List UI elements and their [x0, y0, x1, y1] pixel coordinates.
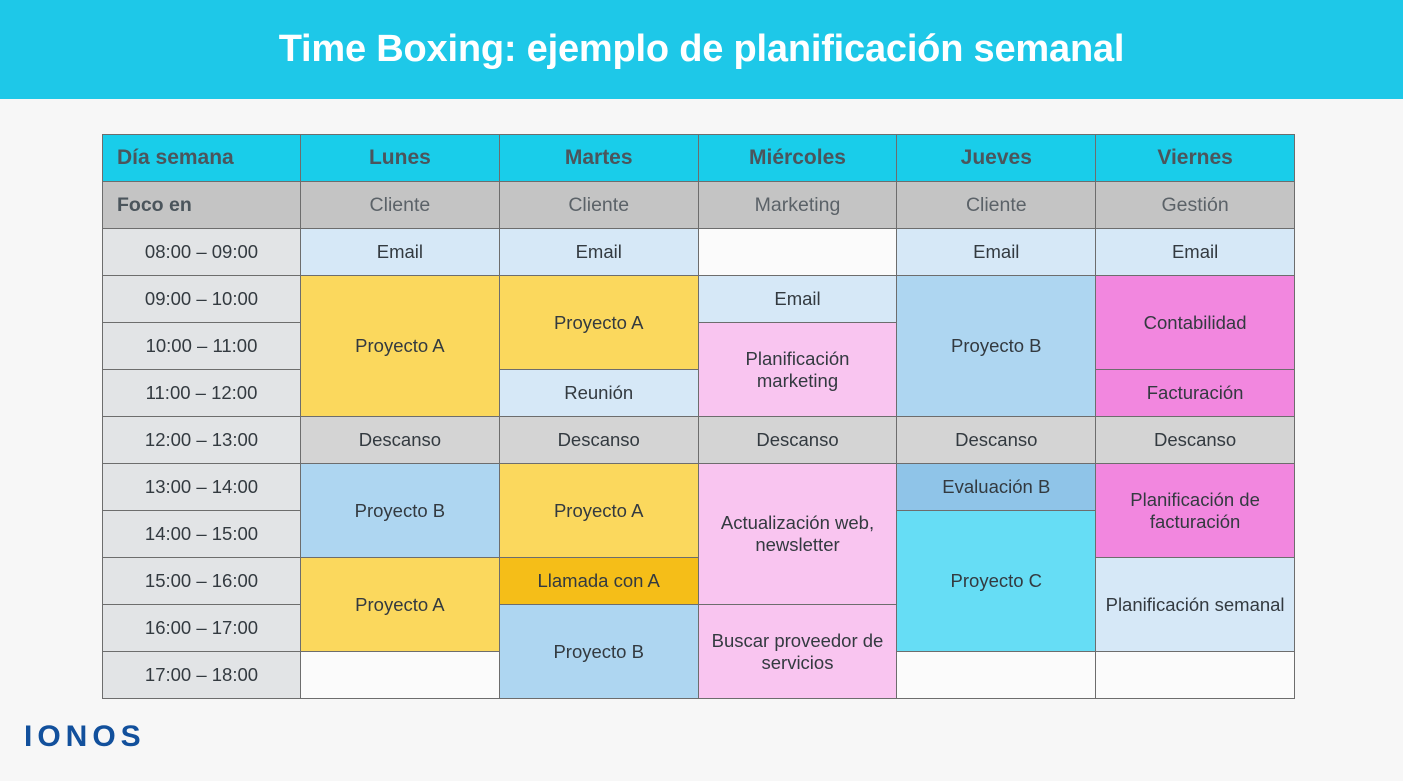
weekly-timeboxing-table: Día semana Lunes Martes Miércoles Jueves…: [102, 134, 1295, 699]
time-slot-label: 08:00 – 09:00: [102, 228, 301, 276]
time-slot-label: 13:00 – 14:00: [102, 463, 301, 511]
activity-cell[interactable]: Contabilidad: [1095, 275, 1295, 370]
empty-cell[interactable]: [896, 651, 1097, 699]
activity-cell[interactable]: Proyecto A: [498, 463, 699, 558]
time-slot-label: 09:00 – 10:00: [102, 275, 301, 323]
time-slot-label: 11:00 – 12:00: [102, 369, 301, 417]
activity-cell[interactable]: Email: [1095, 228, 1295, 276]
activity-cell[interactable]: Evaluación B: [896, 463, 1097, 511]
time-slot-label: 14:00 – 15:00: [102, 510, 301, 558]
time-slot-label: 16:00 – 17:00: [102, 604, 301, 652]
time-slot-label: 10:00 – 11:00: [102, 322, 301, 370]
page-title: Time Boxing: ejemplo de planificación se…: [278, 28, 1125, 70]
focus-viernes: Gestión: [1095, 181, 1295, 229]
time-slot-label: 15:00 – 16:00: [102, 557, 301, 605]
activity-cell[interactable]: Email: [300, 228, 500, 276]
table-row: 14:00 – 15:00 Proyecto C: [102, 510, 1295, 652]
activity-cell[interactable]: Proyecto A: [300, 275, 500, 417]
activity-cell[interactable]: Reunión: [498, 369, 699, 417]
activity-cell[interactable]: Proyecto C: [896, 510, 1097, 652]
activity-cell[interactable]: Email: [498, 228, 699, 276]
activity-cell[interactable]: Planificación marketing: [697, 322, 898, 417]
header-viernes: Viernes: [1095, 134, 1295, 182]
empty-cell[interactable]: [300, 651, 500, 699]
header-martes: Martes: [498, 134, 699, 182]
header-miercoles: Miércoles: [697, 134, 898, 182]
activity-cell[interactable]: Proyecto B: [300, 463, 500, 558]
activity-cell[interactable]: Descanso: [300, 416, 500, 464]
ionos-logo: IONOS: [24, 720, 146, 753]
focus-martes: Cliente: [498, 181, 699, 229]
activity-cell[interactable]: Buscar proveedor de servicios: [697, 604, 898, 699]
header-lunes: Lunes: [300, 134, 500, 182]
activity-cell[interactable]: Proyecto A: [498, 275, 699, 370]
table-row: 10:00 – 11:00 Planificación marketing: [102, 322, 1295, 417]
activity-cell[interactable]: Actualización web, newsletter: [697, 463, 898, 605]
activity-cell[interactable]: Proyecto A: [300, 557, 500, 652]
activity-cell[interactable]: Descanso: [1095, 416, 1295, 464]
activity-cell[interactable]: Proyecto B: [896, 275, 1097, 417]
time-slot-label: 12:00 – 13:00: [102, 416, 301, 464]
activity-cell[interactable]: Descanso: [697, 416, 898, 464]
time-slot-label: 17:00 – 18:00: [102, 651, 301, 699]
header-day-label: Día semana: [102, 134, 301, 182]
activity-cell[interactable]: Descanso: [896, 416, 1097, 464]
focus-jueves: Cliente: [896, 181, 1097, 229]
activity-cell[interactable]: Proyecto B: [498, 604, 699, 699]
activity-cell[interactable]: Planificación semanal: [1095, 557, 1295, 652]
focus-row-label: Foco en: [102, 181, 301, 229]
activity-cell[interactable]: Planificación de facturación: [1095, 463, 1295, 558]
header-jueves: Jueves: [896, 134, 1097, 182]
table-row: 17:00 – 18:00: [102, 651, 1295, 699]
activity-cell[interactable]: Email: [896, 228, 1097, 276]
activity-cell[interactable]: Descanso: [498, 416, 699, 464]
focus-miercoles: Marketing: [697, 181, 898, 229]
activity-cell[interactable]: Llamada con A: [498, 557, 699, 605]
content-area: Día semana Lunes Martes Miércoles Jueves…: [0, 99, 1403, 781]
activity-cell[interactable]: Email: [697, 275, 898, 323]
table-row: 11:00 – 12:00 Reunión Facturación: [102, 369, 1295, 417]
focus-lunes: Cliente: [300, 181, 500, 229]
activity-cell[interactable]: Facturación: [1095, 369, 1295, 417]
empty-cell[interactable]: [697, 228, 898, 276]
empty-cell[interactable]: [1095, 651, 1295, 699]
table-header-row: Día semana Lunes Martes Miércoles Jueves…: [102, 134, 1295, 182]
page-banner: Time Boxing: ejemplo de planificación se…: [0, 0, 1403, 99]
